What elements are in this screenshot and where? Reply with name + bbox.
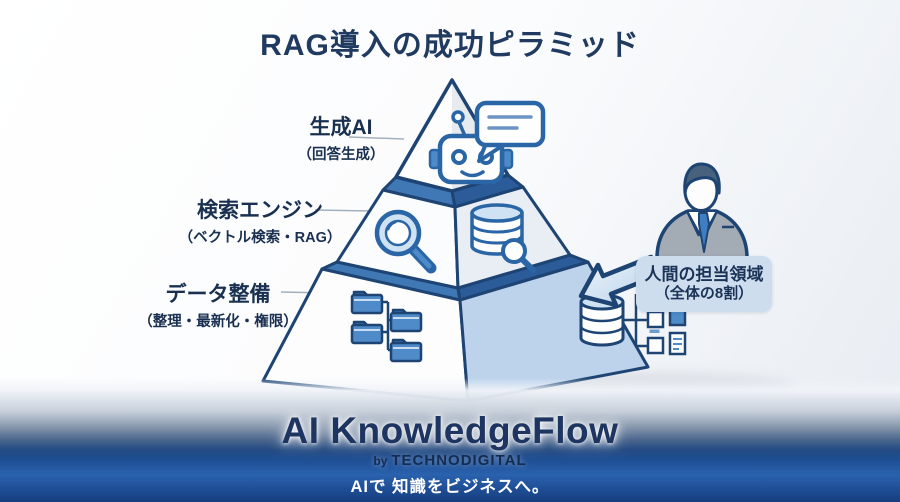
brand-tagline: AIで 知識をビジネスへ。 [350,478,550,496]
person-icon [655,162,749,260]
tier-label-sub: （回答生成） [297,147,385,164]
callout-line2: （全体の8割） [654,285,754,303]
tier-label-search-engine: 検索エンジン （ベクトル検索・RAG） [168,199,352,247]
byline-prefix: by [373,454,388,468]
callout-line1: 人間の担当領域 [644,264,764,284]
company-name: TECHNODIGITAL [391,452,527,469]
connector-line-middle [314,209,372,212]
tier-label-main: 検索エンジン [197,199,323,222]
footer-banner [0,378,900,502]
tier-label-generation-ai: 生成AI （回答生成） [280,116,402,164]
page-title: RAG導入の成功ピラミッド [260,29,640,62]
magnifier-icon [374,209,437,274]
folder-tree-icon [350,290,423,363]
tier-label-sub: （整理・最新化・権限） [138,314,298,331]
connector-line-top [348,136,405,140]
tier-label-main: データ整備 [165,283,271,306]
database-search-icon [470,203,536,273]
human-area-callout: 人間の担当領域 （全体の8割） [636,256,772,312]
chat-bubble-icon [474,100,546,163]
tier-label-sub: （ベクトル検索・RAG） [178,230,342,247]
brand-logo-text: AI KnowledgeFlow [281,410,619,451]
tier-label-data-preparation: データ整備 （整理・最新化・権限） [120,283,316,331]
tier-label-main: 生成AI [309,116,373,139]
